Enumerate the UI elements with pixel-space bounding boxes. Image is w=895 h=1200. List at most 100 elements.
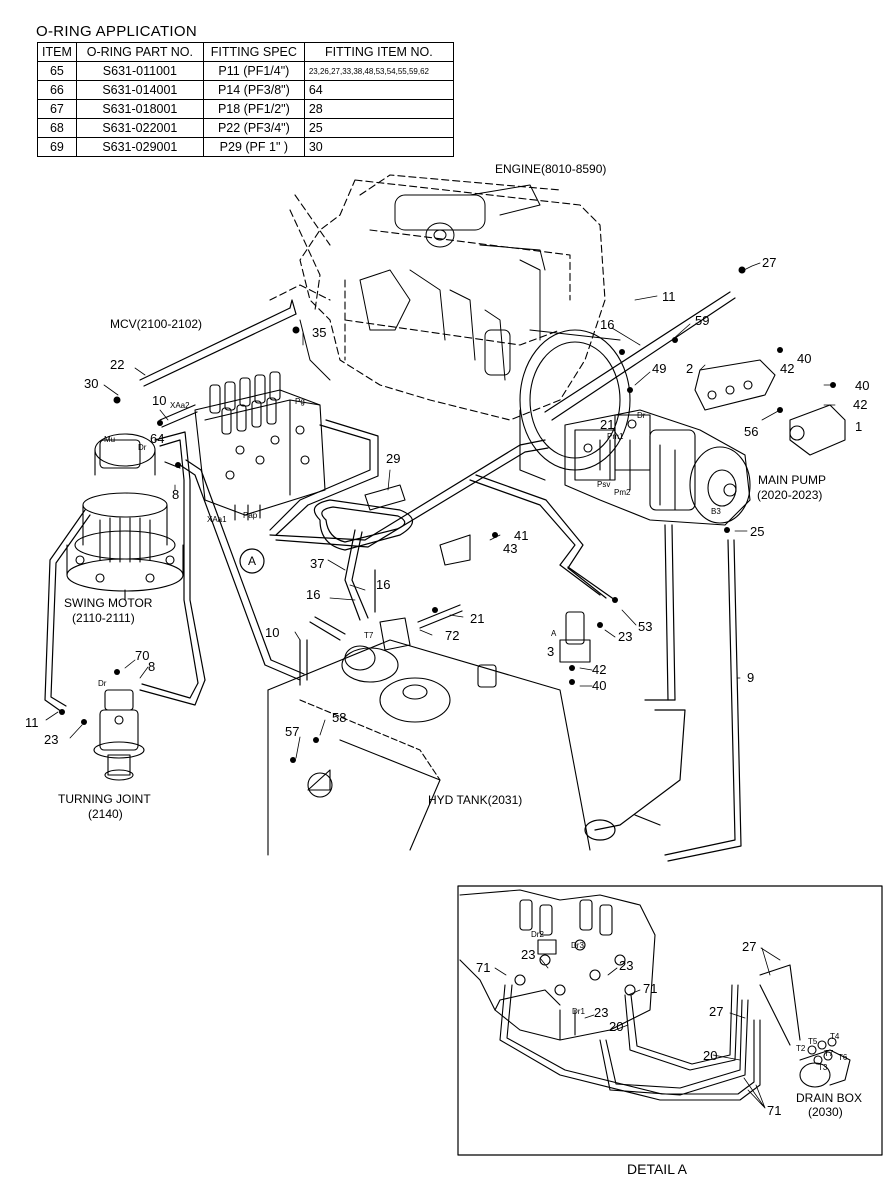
- callout-40: 40: [592, 678, 607, 693]
- callout-8: 8: [172, 487, 180, 502]
- callout-72: 72: [445, 628, 460, 643]
- port-pm1: Pm1: [607, 432, 624, 441]
- table-row: 69 S631-029001 P29 (PF 1" ) 30: [37, 137, 454, 157]
- turning-joint: [93, 689, 145, 781]
- port-b3: B3: [711, 507, 721, 516]
- detail-callout-27: 27: [709, 1004, 724, 1019]
- mcv-valve: [194, 371, 326, 521]
- cell-fitting-spec: P29 (PF 1" ): [202, 137, 305, 157]
- callout-9: 9: [747, 670, 755, 685]
- detail-a-marker: [239, 548, 265, 574]
- callout-22: 22: [110, 357, 125, 372]
- port-pm2: Pm2: [614, 488, 631, 497]
- cell-part-no: S631-011001: [75, 61, 204, 81]
- callout-29: 29: [386, 451, 401, 466]
- callout-40: 40: [797, 351, 812, 366]
- label-main-pump-code: (2020-2023): [757, 488, 823, 502]
- bracket-t7: [344, 617, 411, 671]
- port-pg: Pg: [295, 397, 305, 406]
- callout-1: 1: [855, 419, 863, 434]
- detail-a-valve: [459, 889, 656, 1041]
- callout-35: 35: [312, 325, 327, 340]
- callout-59: 59: [695, 313, 710, 328]
- engine-outline: [269, 174, 606, 421]
- col-header-item: ITEM: [37, 42, 77, 62]
- port-pap: Pap: [243, 511, 258, 520]
- detail-a-frame: [457, 885, 883, 1156]
- port-xaa2: XAa2: [170, 401, 190, 410]
- main-pump: [564, 409, 751, 526]
- fitting-markers: [59, 266, 836, 763]
- detail-callout-71: 71: [643, 981, 658, 996]
- callout-23: 23: [44, 732, 59, 747]
- callout-30: 30: [84, 376, 99, 391]
- callout-16: 16: [376, 577, 391, 592]
- callout-10: 10: [152, 393, 167, 408]
- hoses: [44, 291, 742, 862]
- engine-detail: [299, 184, 546, 381]
- callout-41: 41: [514, 528, 529, 543]
- cell-fitting-item-no: 30: [303, 137, 454, 157]
- detail-callout-20: 20: [609, 1019, 624, 1034]
- label-main-pump: MAIN PUMP: [758, 473, 827, 487]
- port-t5: T5: [808, 1037, 818, 1046]
- label-swing-motor-code: (2110-2111): [72, 611, 135, 625]
- valve-block-1: [789, 404, 846, 456]
- detail-callout-23: 23: [619, 958, 634, 973]
- callout-43: 43: [503, 541, 518, 556]
- port-t4: T4: [830, 1032, 840, 1041]
- port-mu: Mu: [104, 435, 116, 444]
- cell-item: 69: [37, 137, 77, 157]
- callout-8: 8: [148, 659, 156, 674]
- callout-42: 42: [592, 662, 607, 677]
- callout-37: 37: [310, 556, 325, 571]
- label-mcv: MCV(2100-2102): [110, 317, 203, 331]
- callout-58: 58: [332, 710, 347, 725]
- detail-callout-23: 23: [521, 947, 536, 962]
- cell-item: 68: [37, 118, 77, 138]
- cell-part-no: S631-014001: [75, 80, 204, 100]
- callout-16: 16: [306, 587, 321, 602]
- cell-fitting-spec: P18 (PF1/2"): [202, 99, 305, 119]
- table-header-row: ITEM O-RING PART NO. FITTING SPEC FITTIN…: [37, 42, 454, 62]
- port-xaa1: XAa1: [207, 515, 227, 524]
- port-psv: Psv: [597, 480, 611, 489]
- callout-56: 56: [744, 424, 759, 439]
- table-row: 67 S631-018001 P18 (PF1/2") 28: [37, 99, 454, 119]
- callout-70: 70: [135, 648, 150, 663]
- port-dr2: Dr2: [531, 930, 544, 939]
- oring-application-table: ITEM O-RING PART NO. FITTING SPEC FITTIN…: [37, 42, 454, 157]
- callout-23: 23: [618, 629, 633, 644]
- label-drain-box: DRAIN BOX: [796, 1091, 863, 1105]
- label-detail-a: DETAIL A: [627, 1161, 687, 1177]
- detail-callout-71: 71: [767, 1103, 782, 1118]
- callout-11: 11: [25, 715, 39, 730]
- port-dr3: Dr3: [571, 941, 584, 950]
- swing-motor: [66, 433, 184, 601]
- valve-3: [559, 611, 591, 663]
- drain-box: [799, 1037, 851, 1088]
- detail-callout-71: 71: [476, 960, 491, 975]
- callout-11: 11: [662, 289, 676, 304]
- label-turning-joint: TURNING JOINT: [58, 792, 151, 806]
- drain-bracket-29: [364, 484, 471, 566]
- cell-item: 67: [37, 99, 77, 119]
- label-circle-a: A: [248, 554, 257, 568]
- callout-16: 16: [600, 317, 615, 332]
- callout-42: 42: [780, 361, 795, 376]
- detail-a-hoses: [499, 964, 801, 1101]
- col-header-fitting-spec: FITTING SPEC: [202, 42, 305, 62]
- port-dr-swing: Dr: [138, 443, 147, 452]
- callout-53: 53: [638, 619, 653, 634]
- label-hyd-tank: HYD TANK(2031): [428, 793, 523, 807]
- detail-callout-27: 27: [742, 939, 757, 954]
- table-title: O-RING APPLICATION: [36, 23, 197, 40]
- callout-2: 2: [686, 361, 694, 376]
- table-row: 66 S631-014001 P14 (PF3/8") 64: [37, 80, 454, 100]
- label-drain-box-code: (2030): [808, 1105, 843, 1119]
- cell-part-no: S631-029001: [75, 137, 204, 157]
- port-t7: T7: [824, 1049, 834, 1058]
- col-header-part-no: O-RING PART NO.: [75, 42, 204, 62]
- label-turning-joint-code: (2140): [88, 807, 123, 821]
